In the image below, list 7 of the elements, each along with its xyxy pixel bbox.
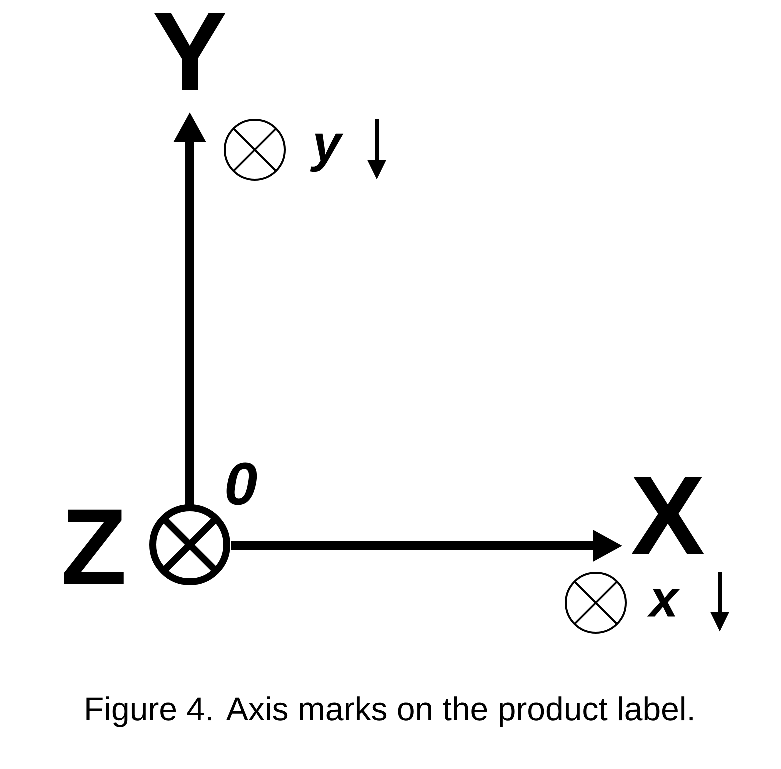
axis-label: Z bbox=[64, 510, 124, 584]
axis-label: x bbox=[647, 589, 680, 617]
axis-label: Y bbox=[154, 13, 226, 91]
axis-label: X bbox=[632, 477, 704, 555]
origin-label: 0 bbox=[226, 462, 258, 506]
caption: Figure 4. Axis marks on the product label. bbox=[86, 696, 693, 728]
axis-label: y bbox=[310, 134, 344, 172]
